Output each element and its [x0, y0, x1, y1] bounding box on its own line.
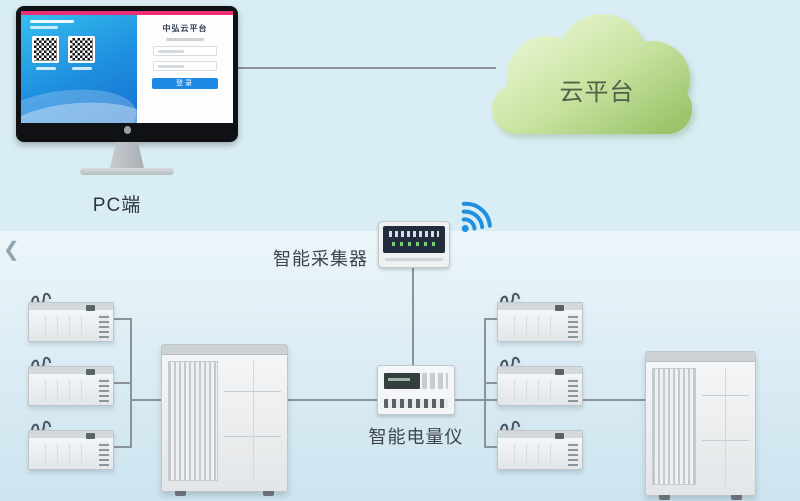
apple-logo-icon [123, 126, 131, 134]
smart-collector-device [378, 221, 450, 268]
fan-coil-unit [497, 420, 583, 470]
wire-collector-meter [412, 266, 414, 368]
heat-exchanger-louvers [652, 368, 696, 485]
monitor-stand [110, 142, 144, 168]
monitor-chin [21, 123, 233, 137]
fan-coil-unit [28, 292, 114, 342]
status-leds [392, 242, 436, 246]
unit-top-panel [162, 345, 287, 355]
air-vent [568, 378, 578, 402]
outdoor-unit [161, 344, 288, 496]
wire-right-stub-2 [484, 382, 502, 384]
pc-label: PC端 [92, 195, 142, 216]
login-page-screenshot: 中弘云平台 登录 [21, 11, 233, 123]
meter-terminals [384, 399, 448, 408]
collector-terminal-panel [383, 226, 445, 253]
username-field [153, 46, 217, 56]
wire-left-stub-2 [110, 382, 132, 384]
air-vent [99, 314, 109, 338]
wire-pc-cloud [236, 67, 496, 69]
smart-power-meter-device [377, 365, 455, 415]
login-left-panel [21, 11, 161, 123]
monitor-bezel: 中弘云平台 登录 [16, 6, 238, 142]
fan-coil-unit [28, 356, 114, 406]
air-vent [99, 378, 109, 402]
wire-right-stub-3 [484, 446, 502, 448]
password-field [153, 61, 217, 71]
app-text-placeholder [30, 20, 74, 23]
cloud-label: 云平台 [559, 79, 635, 106]
app-text-placeholder [30, 26, 58, 29]
service-panels [701, 368, 749, 485]
qr-code-icon [68, 36, 95, 63]
wire-left-stub-3 [110, 446, 132, 448]
pc-monitor: 中弘云平台 登录 [16, 6, 238, 175]
terminal-pins [389, 231, 439, 237]
unit-top-panel [646, 352, 755, 362]
air-vent [568, 314, 578, 338]
collector-label-strip [385, 258, 443, 261]
fan-coil-unit [28, 420, 114, 470]
fan-coil-unit [497, 356, 583, 406]
meter-lcd-screen [384, 373, 420, 389]
cloud-shape [472, 4, 712, 159]
service-panels [224, 361, 281, 481]
collector-label: 智能采集器 [273, 249, 368, 269]
qr-caption-placeholder [36, 67, 56, 70]
fan-coil-unit [497, 292, 583, 342]
outdoor-unit [645, 351, 756, 500]
login-subtitle-placeholder [166, 38, 204, 41]
air-vent [99, 442, 109, 466]
login-form-panel: 中弘云平台 登录 [137, 11, 233, 123]
qr-code-icon [32, 36, 59, 63]
login-button: 登录 [152, 78, 218, 89]
wifi-icon [439, 188, 504, 254]
screen-top-strip [21, 11, 233, 15]
wire-left-stub-1 [110, 318, 132, 320]
monitor-base [80, 168, 174, 175]
air-vent [568, 442, 578, 466]
meter-label: 智能电量仪 [368, 427, 464, 447]
wire-right-stub-1 [484, 318, 502, 320]
login-title: 中弘云平台 [162, 24, 208, 33]
heat-exchanger-louvers [168, 361, 218, 481]
qr-caption-placeholder [72, 67, 92, 70]
chevron-left-icon[interactable]: ❮ [3, 239, 20, 261]
meter-buttons [422, 373, 448, 389]
